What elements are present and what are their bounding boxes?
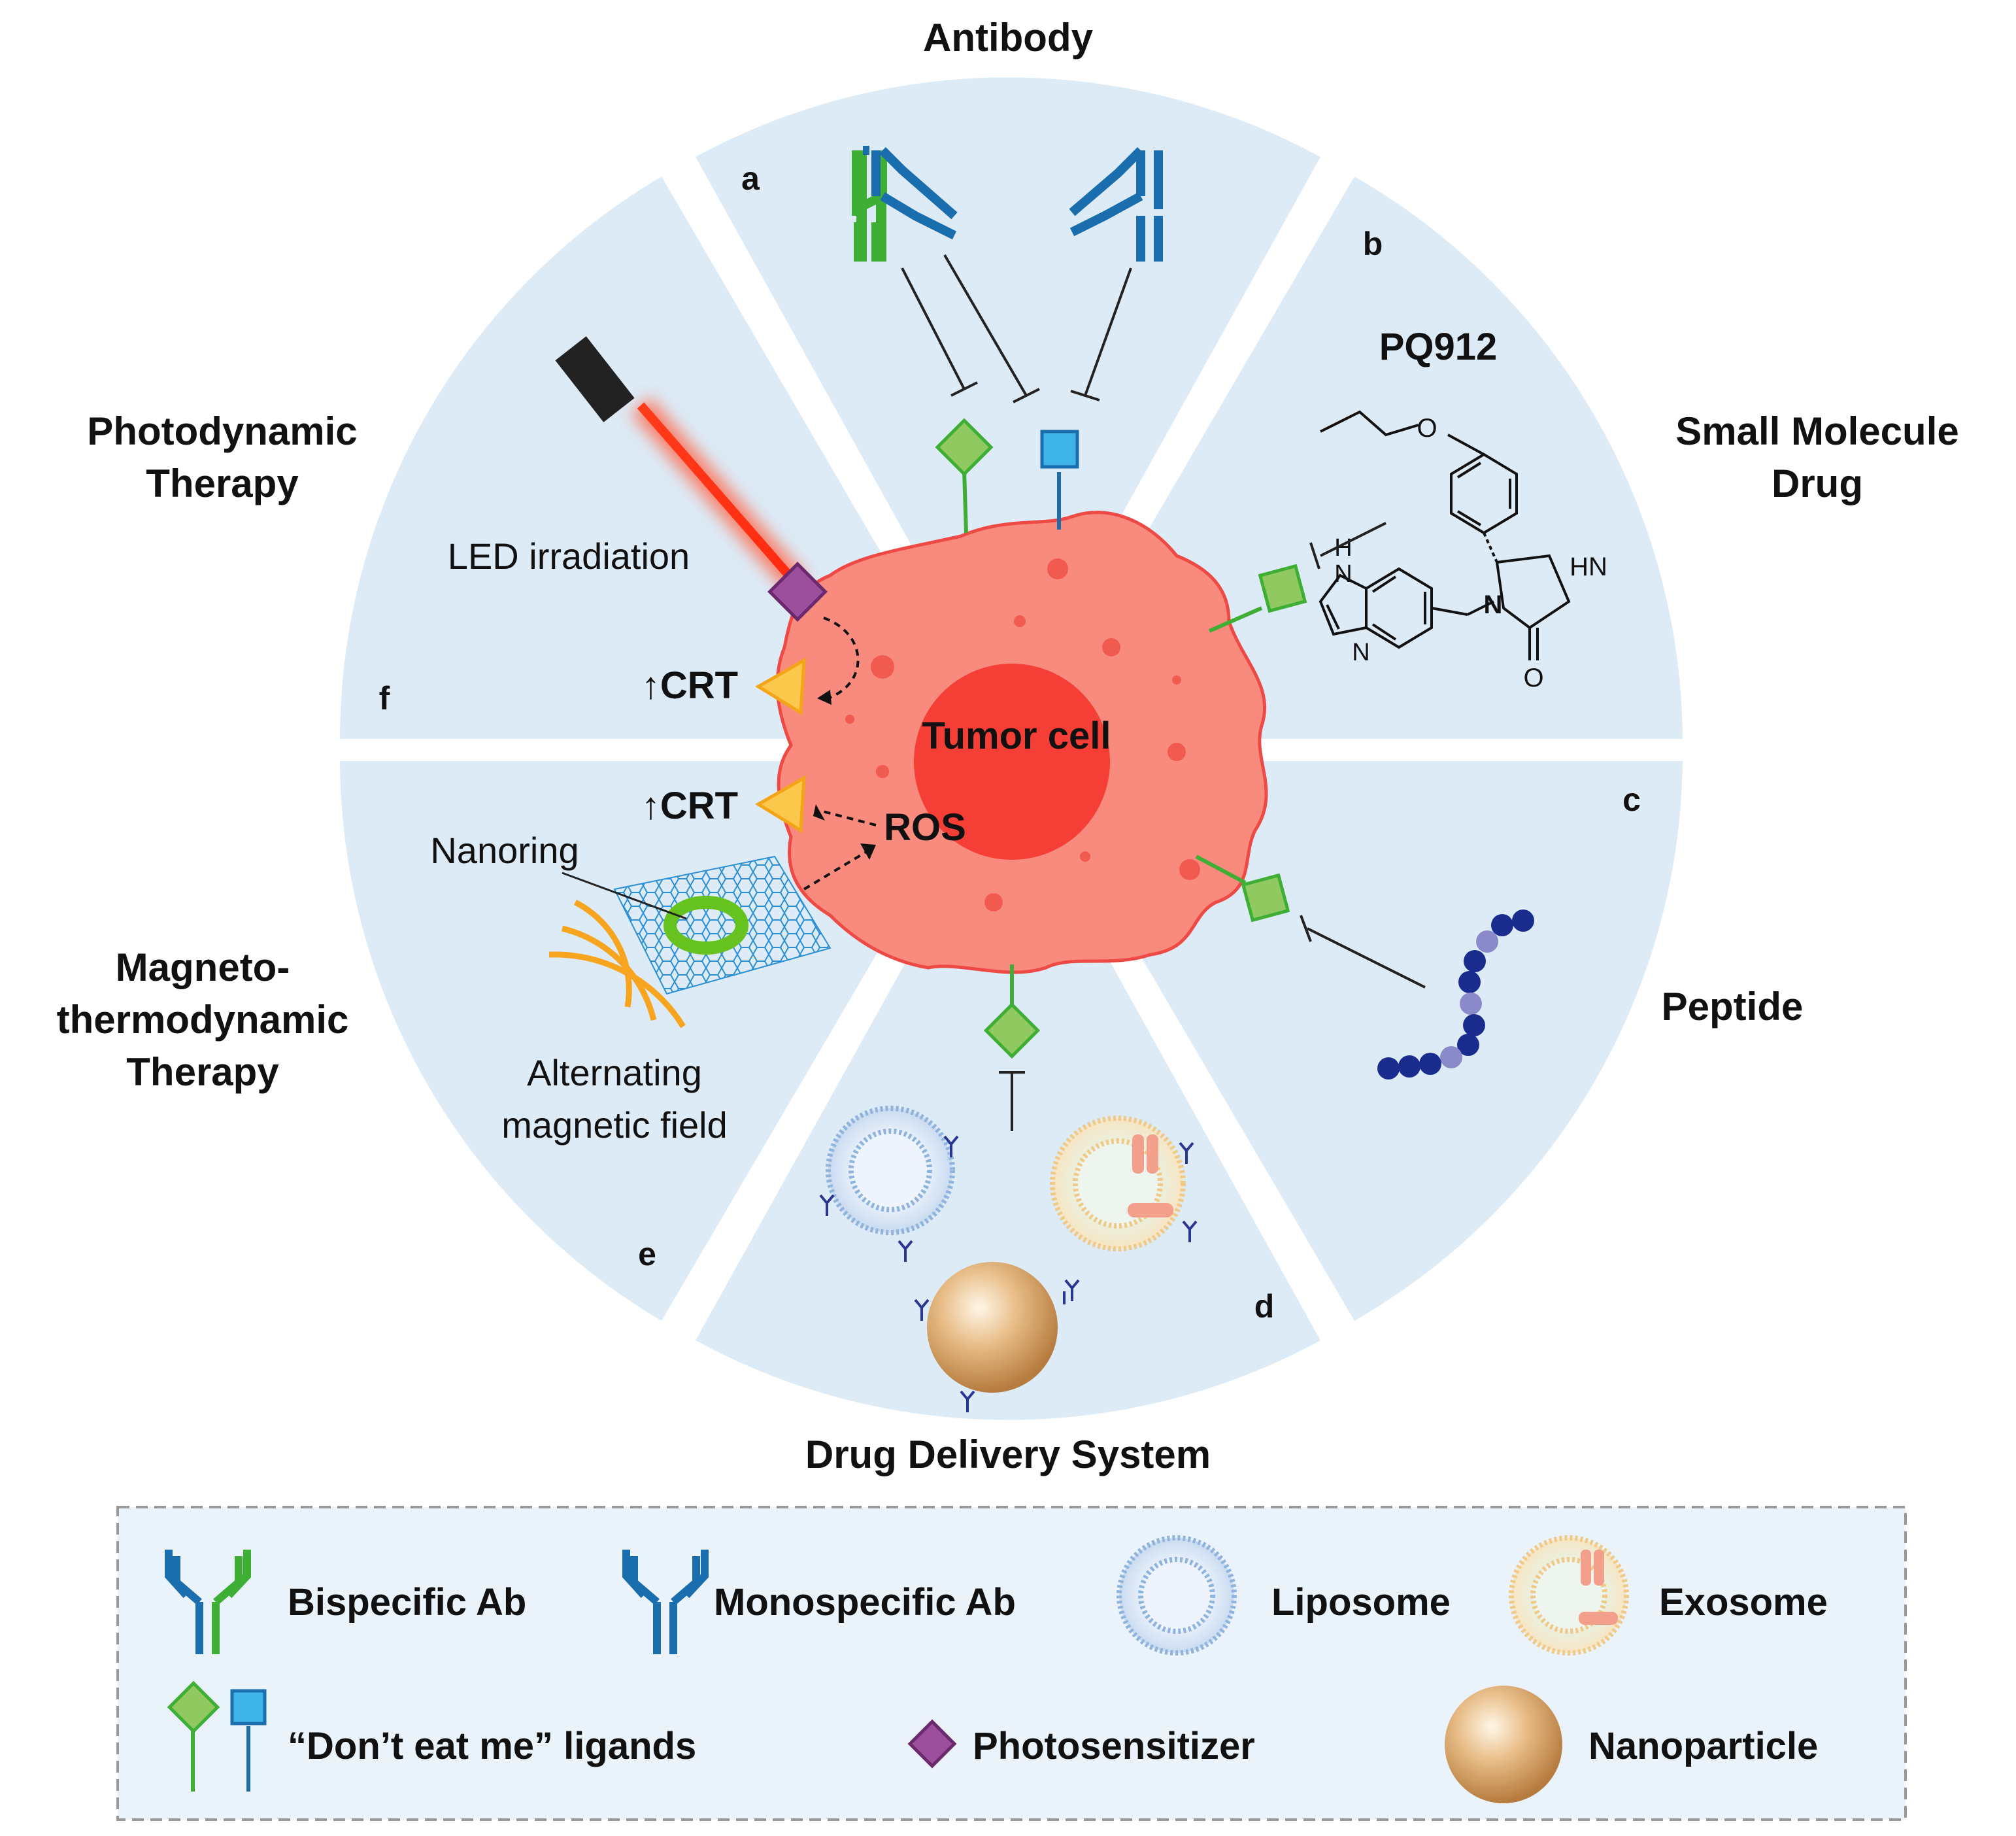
magneto-title-3: Therapy — [126, 1050, 279, 1094]
legend-exosome-label: Exosome — [1659, 1581, 1828, 1624]
magneto-section: e Magneto- thermodynamic Therapy Nanorin… — [57, 775, 966, 1272]
legend-nanoparticle-icon — [1445, 1686, 1562, 1803]
atom-n-ring: N — [1484, 590, 1503, 619]
crt-upper-label: ↑CRT — [641, 664, 738, 707]
legend-bispecific-icon — [165, 1550, 251, 1654]
atom-hn: HN — [1570, 552, 1607, 581]
laser-beam — [637, 402, 801, 588]
surface-ligands — [935, 418, 1307, 1059]
legend-ligands-label: “Don’t eat me” ligands — [288, 1725, 696, 1767]
vesicle — [1172, 675, 1181, 685]
tumor-cell-label: Tumor cell — [922, 715, 1111, 757]
sector-f-letter: f — [379, 680, 390, 717]
atom-o-ether: O — [1417, 414, 1437, 443]
atom-n-imid-bottom: N — [1352, 639, 1369, 666]
legend-monospecific-label: Monospecific Ab — [714, 1581, 1016, 1624]
legend-exosome-icon — [1509, 1535, 1629, 1656]
legend-liposome-label: Liposome — [1271, 1581, 1451, 1624]
alternating-field-label-1: Alternating — [527, 1052, 702, 1093]
pq912-structure — [1319, 410, 1571, 660]
vesicle — [1179, 859, 1200, 880]
sector-d-bg — [696, 778, 1320, 1420]
sector-d-letter: d — [1254, 1288, 1275, 1325]
sector-e-letter: e — [638, 1236, 656, 1272]
legend-box — [116, 1506, 1907, 1821]
photodynamic-section: f Photodynamic Therapy LED irradiation ↑… — [87, 336, 860, 717]
legend-photosensitizer-icon — [907, 1719, 957, 1769]
nanoparticle — [927, 1262, 1058, 1393]
tumor-cell: Tumor cell — [775, 511, 1268, 974]
graphene-sheet — [613, 855, 832, 995]
blue-ligand — [1040, 430, 1079, 469]
atom-n-imid-top: N — [1334, 560, 1352, 588]
photosensitizer-on-cell — [767, 562, 828, 622]
photodynamic-title-2: Therapy — [146, 462, 299, 505]
vesicle — [1102, 638, 1120, 656]
vesicle — [1014, 615, 1026, 627]
crt-triangle-upper — [755, 657, 806, 716]
peptide-chain — [1377, 910, 1534, 1080]
nanoring-label: Nanoring — [430, 830, 579, 871]
vesicle — [984, 893, 1003, 911]
led-label: LED irradiation — [448, 536, 690, 577]
legend-photosensitizer-label: Photosensitizer — [973, 1725, 1255, 1767]
monospecific-antibody — [1069, 147, 1163, 262]
sector-b-letter: b — [1363, 226, 1383, 262]
crt-triangle-lower — [755, 775, 806, 834]
surface-antibodies — [819, 1135, 1198, 1412]
legend-liposome-icon — [1117, 1535, 1237, 1656]
bispecific-antibody — [852, 146, 958, 262]
legend-ligands-icon — [167, 1680, 267, 1792]
green-ligand — [983, 1002, 1041, 1059]
drug-delivery-section: d Drug Delivery System — [805, 1071, 1275, 1476]
small-molecule-title-2: Drug — [1772, 462, 1863, 505]
legend: Bispecific Ab Monospecific Ab Liposome E… — [116, 1506, 1907, 1821]
ros-label: ROS — [884, 806, 966, 849]
vesicle — [871, 655, 894, 679]
photodynamic-title-1: Photodynamic — [87, 409, 357, 453]
vesicle — [1080, 851, 1090, 862]
alternating-field-label-2: magnetic field — [501, 1104, 728, 1146]
atom-o-carbonyl: O — [1523, 664, 1543, 692]
liposome — [826, 1106, 955, 1235]
sector-a-letter: a — [741, 160, 760, 197]
small-molecule-section: b Small Molecule Drug PQ912 O N H — [1309, 226, 1959, 692]
magneto-title-2: thermodynamic — [57, 998, 349, 1042]
green-ligand — [935, 418, 994, 477]
magneto-title-1: Magneto- — [116, 945, 290, 989]
vesicle — [876, 765, 889, 778]
legend-monospecific-icon — [622, 1550, 709, 1654]
legend-bispecific-label: Bispecific Ab — [288, 1581, 526, 1624]
drug-delivery-title: Drug Delivery System — [805, 1433, 1211, 1476]
compound-name: PQ912 — [1379, 326, 1498, 368]
sector-c-letter: c — [1622, 781, 1641, 818]
nanoring — [664, 896, 748, 955]
legend-nanoparticle-label: Nanoparticle — [1588, 1725, 1818, 1767]
led-device — [555, 336, 635, 422]
antibody-title: Antibody — [923, 16, 1094, 60]
vesicle — [1168, 743, 1186, 761]
green-ligand — [1241, 873, 1290, 923]
tumor-nucleus — [914, 664, 1110, 860]
peptide-title: Peptide — [1662, 985, 1804, 1028]
small-molecule-title-1: Small Molecule — [1675, 409, 1958, 453]
peptide-section: c Peptide — [1300, 781, 1804, 1080]
sector-a-bg — [696, 77, 1320, 719]
antibody-section: Antibody a — [741, 16, 1163, 403]
crt-lower-label: ↑CRT — [641, 785, 738, 827]
exosome — [1050, 1115, 1186, 1251]
green-ligand — [1258, 564, 1307, 613]
magnetic-field-arcs — [548, 899, 686, 1028]
vesicle — [845, 715, 854, 724]
vesicle — [1047, 558, 1068, 579]
